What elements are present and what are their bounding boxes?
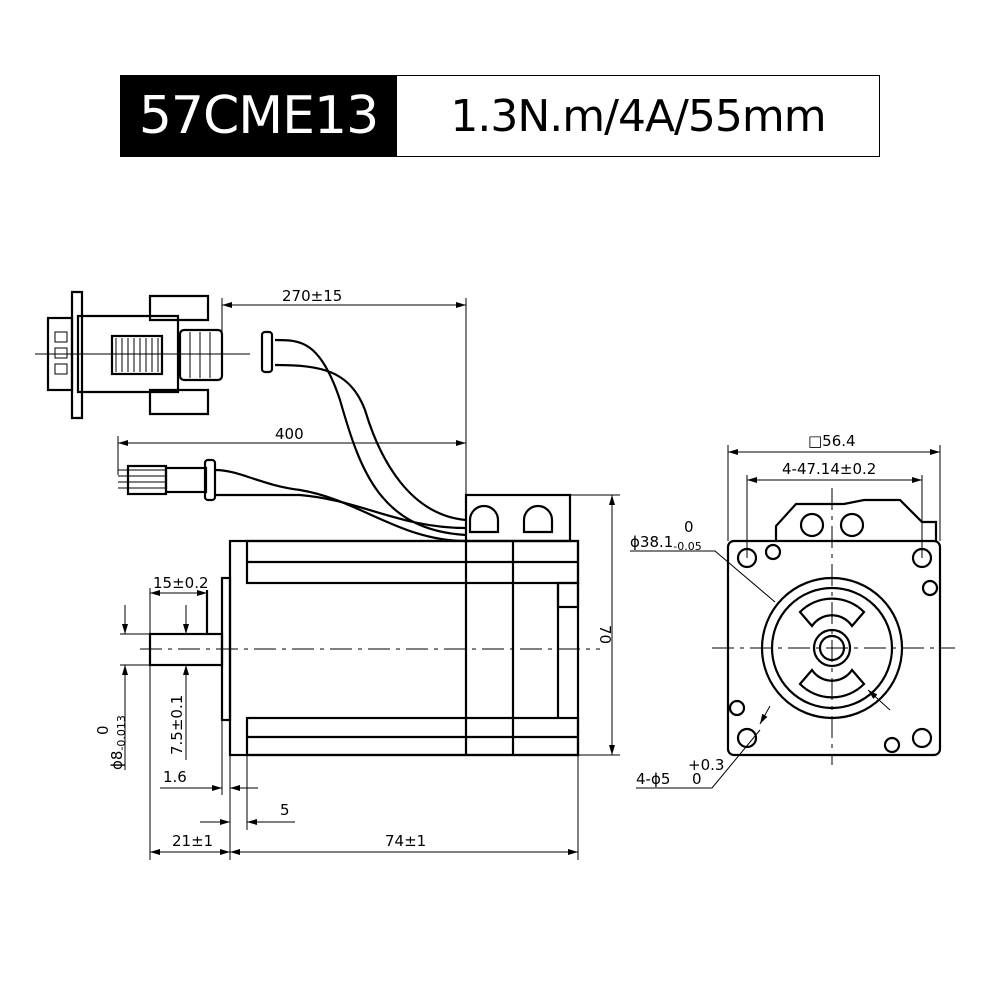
dim-1-6: 1.6 [163, 768, 187, 786]
dim-400: 400 [275, 425, 304, 443]
model-label: 57CME13 [120, 75, 397, 157]
side-dimensions: 270±15 400 70 15±0.2 ϕ8-0.013 0 7.5±0.1 … [94, 287, 620, 860]
front-dimensions: □56.4 4-47.14±0.2 ϕ38.1-0.05 0 4-ϕ5 +0.3… [630, 432, 941, 789]
dim-shaft-tol-lower: -0.013 [115, 715, 128, 750]
cables [35, 290, 467, 543]
dim-shaft-tol-upper: 0 [94, 725, 112, 735]
dim-56-4: □56.4 [808, 432, 856, 450]
dim-21: 21±1 [172, 832, 213, 850]
dim-7-5: 7.5±0.1 [168, 695, 186, 755]
dim-15: 15±0.2 [153, 574, 209, 592]
dim-38-tol-lower: -0.05 [673, 540, 701, 553]
dim-holes: 4-ϕ5 [636, 770, 670, 788]
dim-270: 270±15 [282, 287, 342, 305]
dim-74: 74±1 [385, 832, 426, 850]
dim-70: 70 [596, 625, 614, 644]
dim-38-1: ϕ38.1 [630, 533, 673, 551]
spec-label: 1.3N.m/4A/55mm [397, 75, 880, 157]
dim-shaft-dia: ϕ8 [108, 751, 126, 770]
svg-text:ϕ38.1-0.05: ϕ38.1-0.05 [630, 533, 702, 553]
dim-38-tol-upper: 0 [684, 518, 694, 536]
dim-47-14: 4-47.14±0.2 [782, 460, 876, 478]
motor-front-view [712, 488, 955, 765]
dim-holes-tol-upper: +0.3 [688, 756, 724, 774]
dim-holes-tol-lower: 0 [692, 770, 702, 788]
dim-5: 5 [280, 801, 290, 819]
motor-side-view [140, 493, 600, 757]
connector-grip [178, 328, 224, 382]
svg-text:ϕ8-0.013: ϕ8-0.013 [108, 715, 128, 770]
